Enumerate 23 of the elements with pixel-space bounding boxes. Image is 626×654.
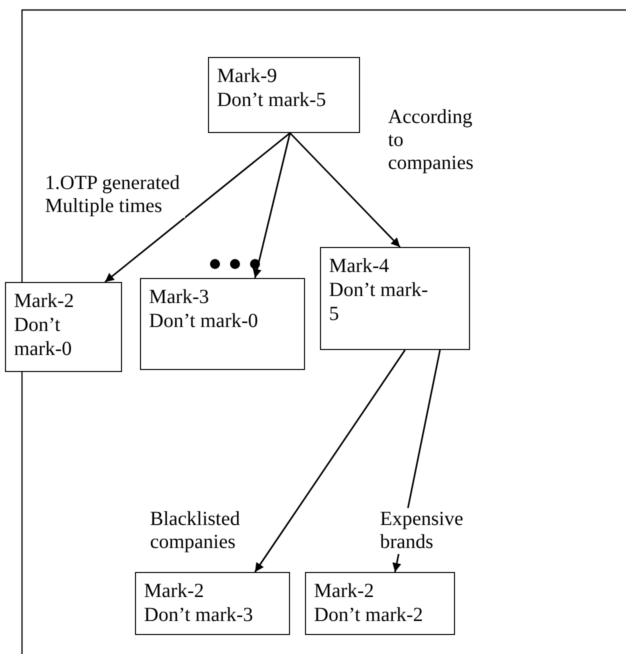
text-box	[140, 278, 305, 370]
text-box	[208, 57, 360, 133]
node-text: Mark-2	[314, 579, 375, 603]
node-text: Don’t mark-0	[149, 309, 260, 333]
edge-label: 1.OTP generated Multiple times	[45, 172, 185, 218]
arrow	[252, 132, 291, 278]
node-text: Don’t mark-5	[329, 278, 430, 326]
node-text: Don’t mark-3	[144, 603, 254, 627]
node-text: Mark-2	[144, 579, 205, 603]
node-text: Mark-4	[329, 254, 390, 278]
text-box	[135, 572, 290, 635]
node-text: Don’t mark-0	[14, 313, 73, 361]
arrow	[289, 132, 401, 248]
node-text: Mark-2	[14, 289, 75, 313]
arrow	[254, 350, 406, 572]
node-text: Mark-9	[217, 64, 278, 88]
node-text: Don’t mark-2	[314, 603, 424, 627]
node-text: Don’t mark-5	[217, 88, 328, 112]
node-text: Mark-3	[149, 285, 210, 309]
arrow	[104, 132, 290, 283]
text-box	[320, 247, 470, 350]
text-box	[305, 572, 455, 635]
text-box	[5, 282, 122, 372]
